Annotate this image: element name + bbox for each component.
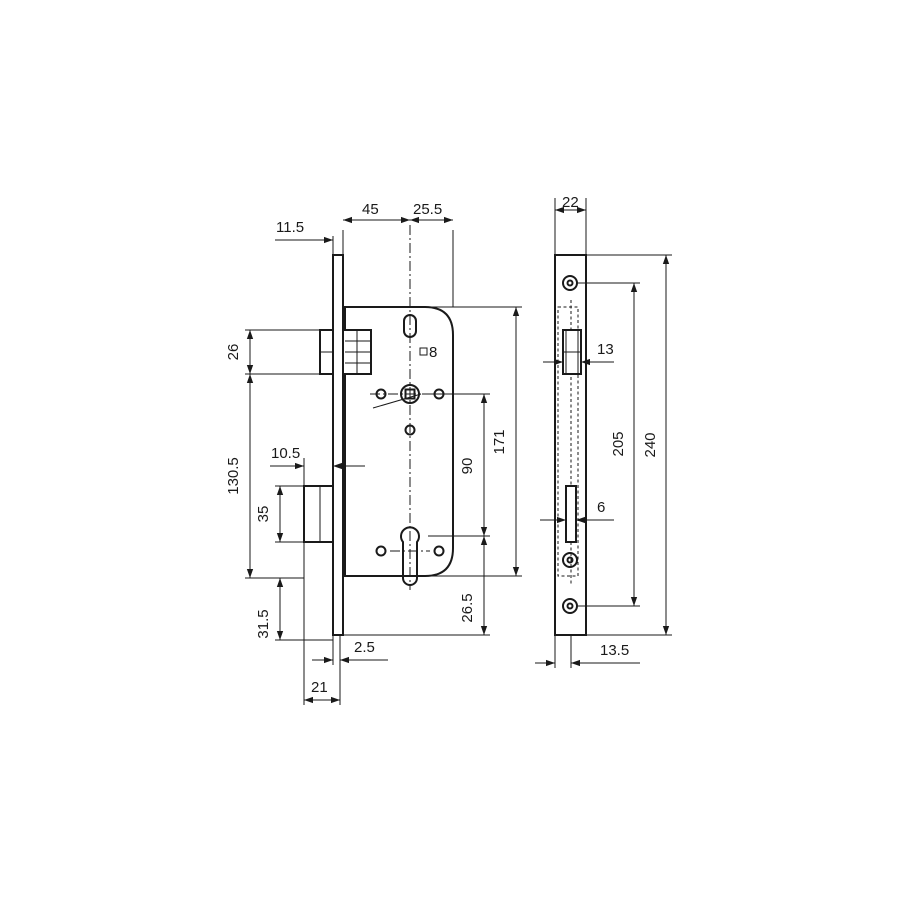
dim-latch-height: 26	[225, 344, 242, 361]
dim-faceplate-offset: 11.5	[276, 219, 304, 236]
dim-faceplate-length: 240	[642, 432, 659, 457]
dim-faceplate-thickness: 2.5	[354, 639, 375, 656]
dead-bolt	[303, 485, 334, 543]
dim-bolt-projection: 10.5	[271, 445, 300, 462]
dim-faceplate-width: 22	[562, 194, 579, 211]
latch-bolt	[319, 329, 372, 375]
dim-bolt-height: 35	[255, 506, 272, 523]
faceplate	[332, 254, 344, 636]
dim-spindle-square: 8	[429, 344, 437, 361]
dim-backset: 45	[362, 201, 379, 218]
dim-body-edge-to-spindle: 25.5	[413, 201, 442, 218]
cylinder-cutout	[400, 526, 420, 586]
dim-case-width: 13.5	[600, 642, 629, 659]
side-bolt	[565, 485, 577, 543]
dim-bolt-width: 6	[597, 499, 605, 516]
dim-spindle-to-bolt: 130.5	[225, 457, 242, 495]
dim-case-height: 171	[491, 429, 508, 454]
dim-screw-spacing: 205	[610, 431, 627, 456]
side-latch	[562, 329, 582, 375]
dim-spindle-to-cylinder: 90	[459, 458, 476, 475]
dim-bolt-to-bottom: 31.5	[255, 609, 272, 638]
dim-latch-width: 13	[597, 341, 614, 358]
dim-bolt-throw: 21	[311, 679, 328, 696]
side-view: 22 13 6 205 240 13.5	[535, 194, 672, 668]
dim-cylinder-to-bottom: 26.5	[459, 593, 476, 622]
front-view: 11.5 45 25.5 8 26 130.5 10.5 35 31.5 2.5	[225, 201, 522, 705]
hidden-case-outline	[557, 306, 579, 577]
square-symbol	[419, 347, 428, 356]
